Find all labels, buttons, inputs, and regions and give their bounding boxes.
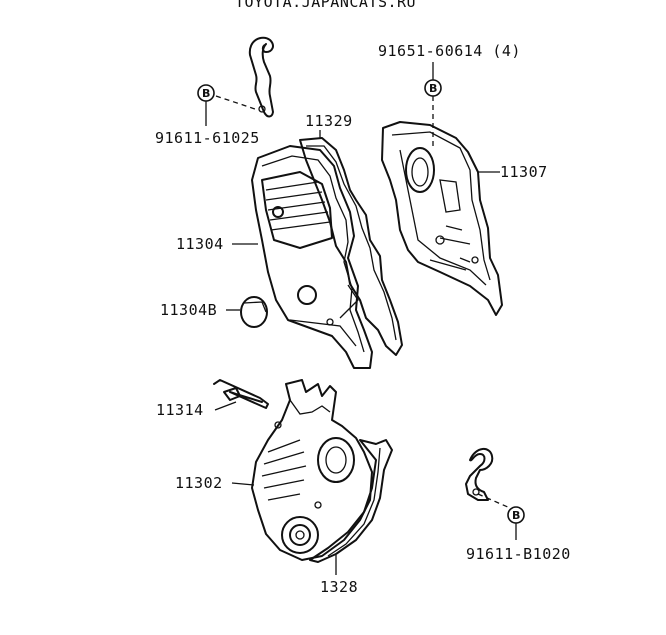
guide-11314 [213, 379, 269, 409]
leader-11314 [214, 401, 237, 411]
label-1328: 1328 [320, 578, 358, 596]
hook-bracket-upper [248, 36, 274, 118]
callout-letter-91611a: B [202, 87, 210, 100]
label-11314: 11314 [156, 401, 204, 419]
label-11302: 11302 [175, 474, 223, 492]
watermark-text: TOYOTA.JAPANCATS.RU [235, 0, 416, 11]
label-11329: 11329 [305, 112, 353, 130]
label-91611-B1020: 91611-B1020 [466, 545, 571, 563]
upper-timing-cover-11304 [251, 145, 373, 369]
callout-letter-91651: B [429, 82, 437, 95]
leader-11302 [231, 482, 255, 486]
label-91651-60614: 91651-60614 (4) [378, 42, 521, 60]
hook-bracket-lower [465, 448, 494, 501]
label-11304: 11304 [176, 235, 224, 253]
label-11307: 11307 [500, 163, 548, 181]
lower-timing-cover-11302 [251, 379, 373, 561]
callout-letter-91611b: B [512, 509, 520, 522]
label-91611-61025: 91611-61025 [155, 129, 260, 147]
label-11304b: 11304B [160, 301, 217, 319]
backing-plate-11307 [381, 121, 503, 316]
plug-11304b [240, 296, 268, 328]
dash-leader-91611b [477, 493, 511, 509]
gasket-11328 [309, 439, 393, 563]
dash-leader-91611a [215, 95, 259, 111]
callout-circle-91611a [197, 84, 215, 102]
